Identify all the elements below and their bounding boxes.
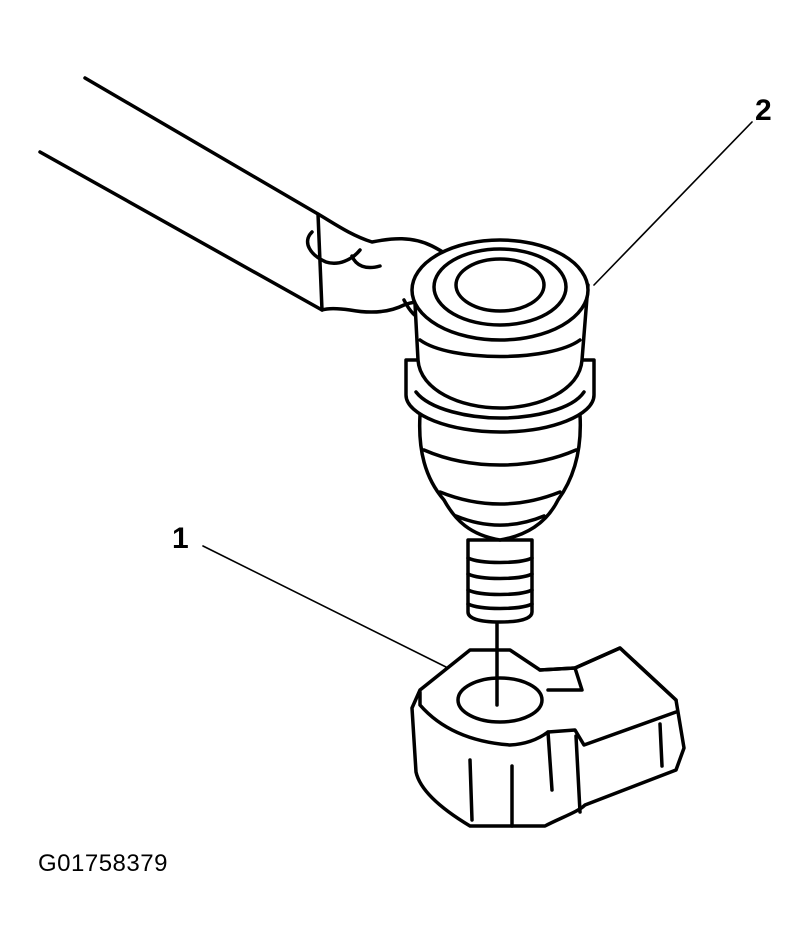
figure-id: G01758379 [38, 850, 168, 877]
wrench-icon [38, 76, 460, 322]
knuckle-icon [410, 646, 686, 828]
leader-line-2 [593, 121, 753, 286]
callout-label-1: 1 [172, 522, 189, 555]
leader-line-1 [202, 545, 447, 668]
ball-joint-icon [404, 238, 596, 624]
callout-label-2: 2 [755, 94, 772, 127]
